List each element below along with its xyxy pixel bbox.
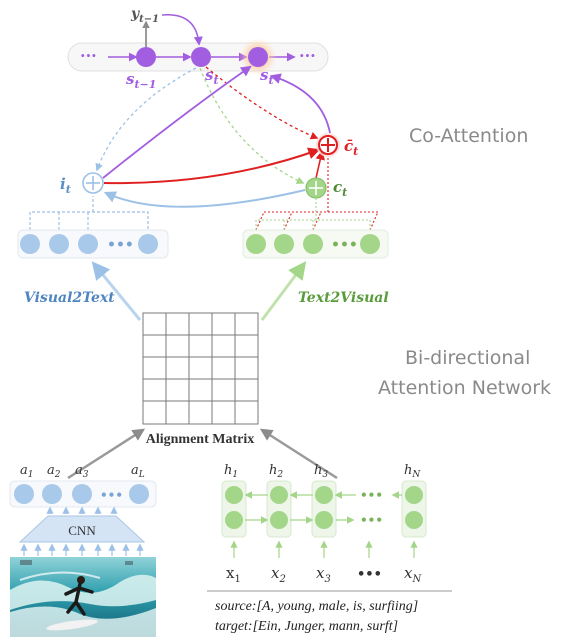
visual-attention-nodes: ••• [17,196,169,259]
forward-rnn-node [270,511,288,529]
attention-connections [95,65,331,208]
backward-rnn-node [270,486,288,504]
svg-text:xN: xN [404,564,422,585]
visual-node [138,234,158,254]
svg-text:h3: h3 [314,463,328,480]
image-feature-node [42,484,62,504]
decoder-chain: ··· ··· yt−1 st−1 st st [67,6,329,91]
visual-node [20,234,40,254]
svg-text:a2: a2 [47,463,61,480]
c-bar-t-label: c̄t [344,137,358,158]
backward-rnn-node [315,486,333,504]
image-feature-node [14,484,34,504]
backward-rnn-node [405,486,423,504]
text2visual-label: Text2Visual [298,290,389,306]
image-feature-node [72,484,92,504]
bi-rnn-columns: ••• ••• [221,480,427,558]
svg-text:h1: h1 [224,463,238,480]
co-attention-label: Co-Attention [409,125,528,147]
alignment-matrix-label: Alignment Matrix [146,432,254,447]
text-context-node: ct [305,177,347,199]
text-attention-nodes: ••• [242,156,389,259]
text-encoder-inputs: x1 x2 x3 ••• xN [226,564,422,585]
svg-text:h2: h2 [269,463,283,480]
backward-rnn-node [225,486,243,504]
svg-text:•••: ••• [107,237,134,253]
svg-text:a1: a1 [20,463,34,480]
svg-text:•••: ••• [331,237,358,253]
alignment-matrix-grid [142,312,259,425]
bidirectional-label-line1: Bi-directional [405,347,530,369]
svg-text:x2: x2 [271,564,286,585]
visual-node [49,234,69,254]
svg-text:hN: hN [404,463,421,480]
visual-node [78,234,98,254]
y-prev-label: yt−1 [130,6,159,25]
svg-text:•••: ••• [360,488,383,502]
forward-rnn-node [315,511,333,529]
surfer-photo [10,557,156,637]
s-current-label: st [205,66,219,87]
inputs-ellipsis: ••• [357,567,382,582]
state-node-next [248,47,268,67]
cnn-label: CNN [68,523,96,538]
svg-text:x1: x1 [226,564,241,585]
state-node-current [191,47,211,67]
text-node [246,234,266,254]
svg-text:aL: aL [131,463,145,480]
decoder-dots-right: ··· [299,46,316,65]
svg-text:•••: ••• [100,488,123,502]
visual-context-node: it [60,172,104,196]
text-node [274,234,294,254]
forward-rnn-node [405,511,423,529]
svg-text:x3: x3 [316,564,331,585]
visual2text-label: Visual2Text [24,290,115,306]
bidirectional-label-line2: Attention Network [378,377,551,399]
i-t-label: it [60,175,71,196]
text-encoder-hidden-labels: h1 h2 h3 hN [224,463,421,480]
c-t-label: ct [333,178,347,199]
text-node [360,234,380,254]
image-annotations: a1 a2 a3 aL ••• [9,463,157,508]
text-node [303,234,323,254]
cnn-block: CNN [18,506,146,556]
s-prev-label: st−1 [126,70,156,91]
state-node-prev [136,47,156,67]
fused-context-node: c̄t [316,133,358,158]
image-feature-node [129,484,149,504]
target-sentence: target:[Ein, Junger, mann, surft] [215,619,398,634]
forward-rnn-node [225,511,243,529]
svg-text:a3: a3 [75,463,89,480]
source-sentence: source:[A, young, male, is, surfiing] [215,599,418,614]
decoder-dots-left: ··· [80,46,97,65]
svg-text:•••: ••• [360,513,383,527]
